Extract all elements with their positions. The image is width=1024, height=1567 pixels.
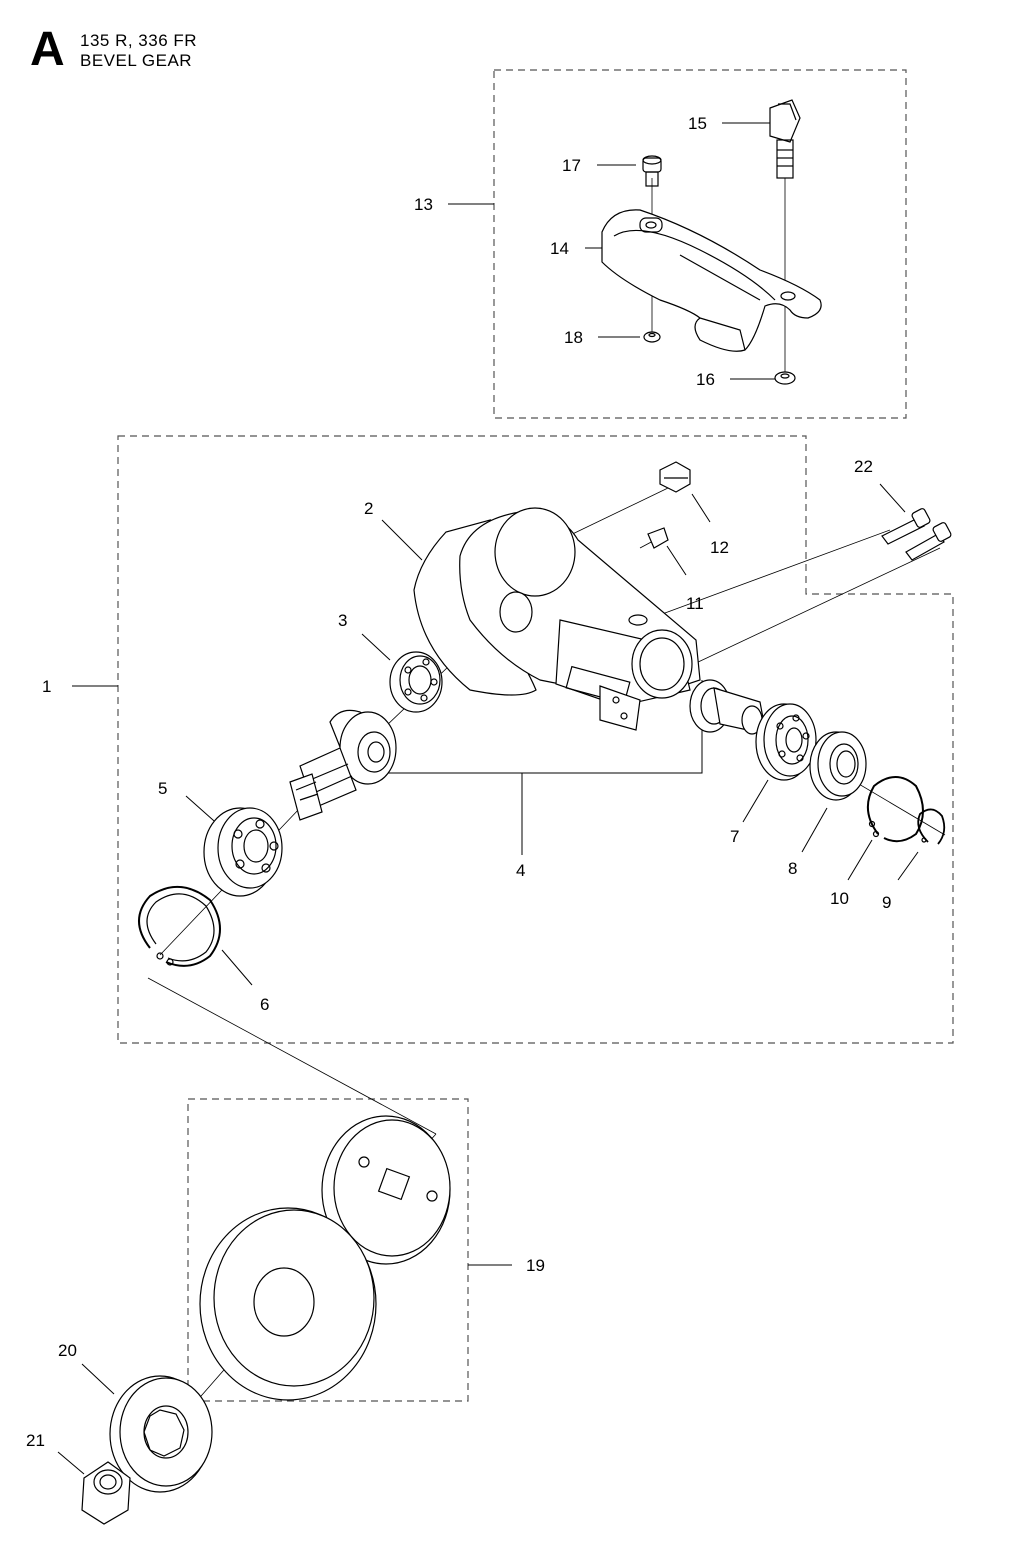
callout-15: 15 bbox=[688, 114, 707, 133]
part-20-washer bbox=[109, 1375, 213, 1493]
callout-20: 20 bbox=[58, 1341, 77, 1360]
diagram-title: BEVEL GEAR bbox=[80, 51, 193, 70]
part-3-bearing bbox=[389, 651, 443, 713]
callout-1: 1 bbox=[42, 677, 51, 696]
part-5-bearing bbox=[203, 807, 283, 897]
callout-5: 5 bbox=[158, 779, 167, 798]
part-17-screw bbox=[642, 155, 662, 187]
section-letter: A bbox=[30, 23, 65, 76]
callout-22: 22 bbox=[854, 457, 873, 476]
part-11-key bbox=[647, 527, 669, 549]
callout-2: 2 bbox=[364, 499, 373, 518]
callout-10: 10 bbox=[830, 889, 849, 908]
part-8-seal bbox=[809, 731, 867, 801]
part-21-nut bbox=[81, 1461, 131, 1525]
callout-18: 18 bbox=[564, 328, 583, 347]
part-15-bolt bbox=[769, 99, 801, 179]
callout-13: 13 bbox=[414, 195, 433, 214]
callout-21: 21 bbox=[26, 1431, 45, 1450]
group-box-13 bbox=[493, 69, 907, 419]
callout-19: 19 bbox=[526, 1256, 545, 1275]
part-12-plug bbox=[659, 461, 691, 493]
callout-labels: 1 2 3 4 5 6 7 8 9 10 11 12 13 14 15 16 1… bbox=[26, 114, 891, 1450]
leader-lines bbox=[57, 122, 919, 1475]
part-7-bearing bbox=[755, 703, 817, 781]
part-16-nut bbox=[774, 371, 796, 385]
callout-7: 7 bbox=[730, 827, 739, 846]
callout-17: 17 bbox=[562, 156, 581, 175]
part-22-screws bbox=[881, 508, 952, 561]
callout-6: 6 bbox=[260, 995, 269, 1014]
part-2-gear-housing bbox=[413, 507, 701, 731]
part-18-nut bbox=[643, 331, 661, 343]
callout-3: 3 bbox=[338, 611, 347, 630]
part-19-guard-plates bbox=[199, 1115, 451, 1401]
callout-11: 11 bbox=[686, 594, 704, 613]
part-10-circlip bbox=[867, 776, 924, 843]
callout-16: 16 bbox=[696, 370, 715, 389]
model-line: 135 R, 336 FR bbox=[80, 31, 198, 50]
callout-4: 4 bbox=[516, 861, 525, 880]
group-box-1 bbox=[117, 435, 954, 1044]
callout-12: 12 bbox=[710, 538, 729, 557]
part-4-bevel-gear-set bbox=[289, 679, 767, 821]
callout-14: 14 bbox=[550, 239, 569, 258]
part-6-circlip bbox=[138, 885, 221, 967]
group-box-19 bbox=[187, 1098, 469, 1402]
part-9-circlip bbox=[917, 808, 946, 845]
callout-8: 8 bbox=[788, 859, 797, 878]
part-14-guard bbox=[601, 209, 822, 352]
callout-9: 9 bbox=[882, 893, 891, 912]
